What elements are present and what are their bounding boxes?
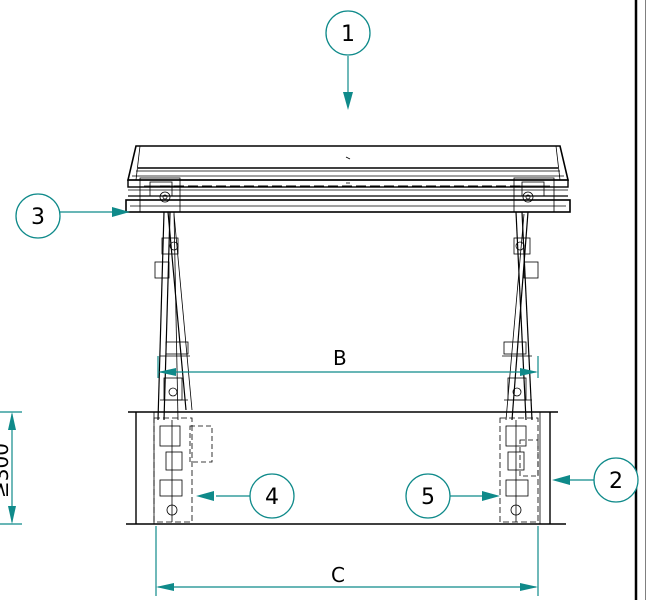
callout-2: [552, 457, 639, 503]
callout-3-label: 3: [31, 205, 45, 230]
callout-4: [196, 473, 295, 519]
callout-5-label: 5: [421, 485, 435, 510]
dimension-side: [0, 411, 22, 525]
callout-3: [15, 193, 130, 239]
callout-1: [325, 10, 371, 110]
callout-5: [405, 473, 500, 519]
dimension-b-label: B: [333, 346, 347, 370]
left-strut: [154, 211, 193, 421]
callout-4-label: 4: [265, 485, 279, 510]
drawing-frame: [634, 0, 646, 600]
dimension-c-label: C: [331, 563, 345, 587]
callout-1-label: 1: [341, 22, 355, 47]
right-strut: [502, 211, 539, 421]
dimension-side-label: ≥300: [0, 443, 13, 498]
callout-2-label: 2: [609, 469, 623, 494]
hatch-lid: [125, 145, 571, 213]
dimension-c: [155, 526, 539, 596]
curb-frame: [126, 411, 566, 525]
dimension-b: [157, 356, 539, 378]
